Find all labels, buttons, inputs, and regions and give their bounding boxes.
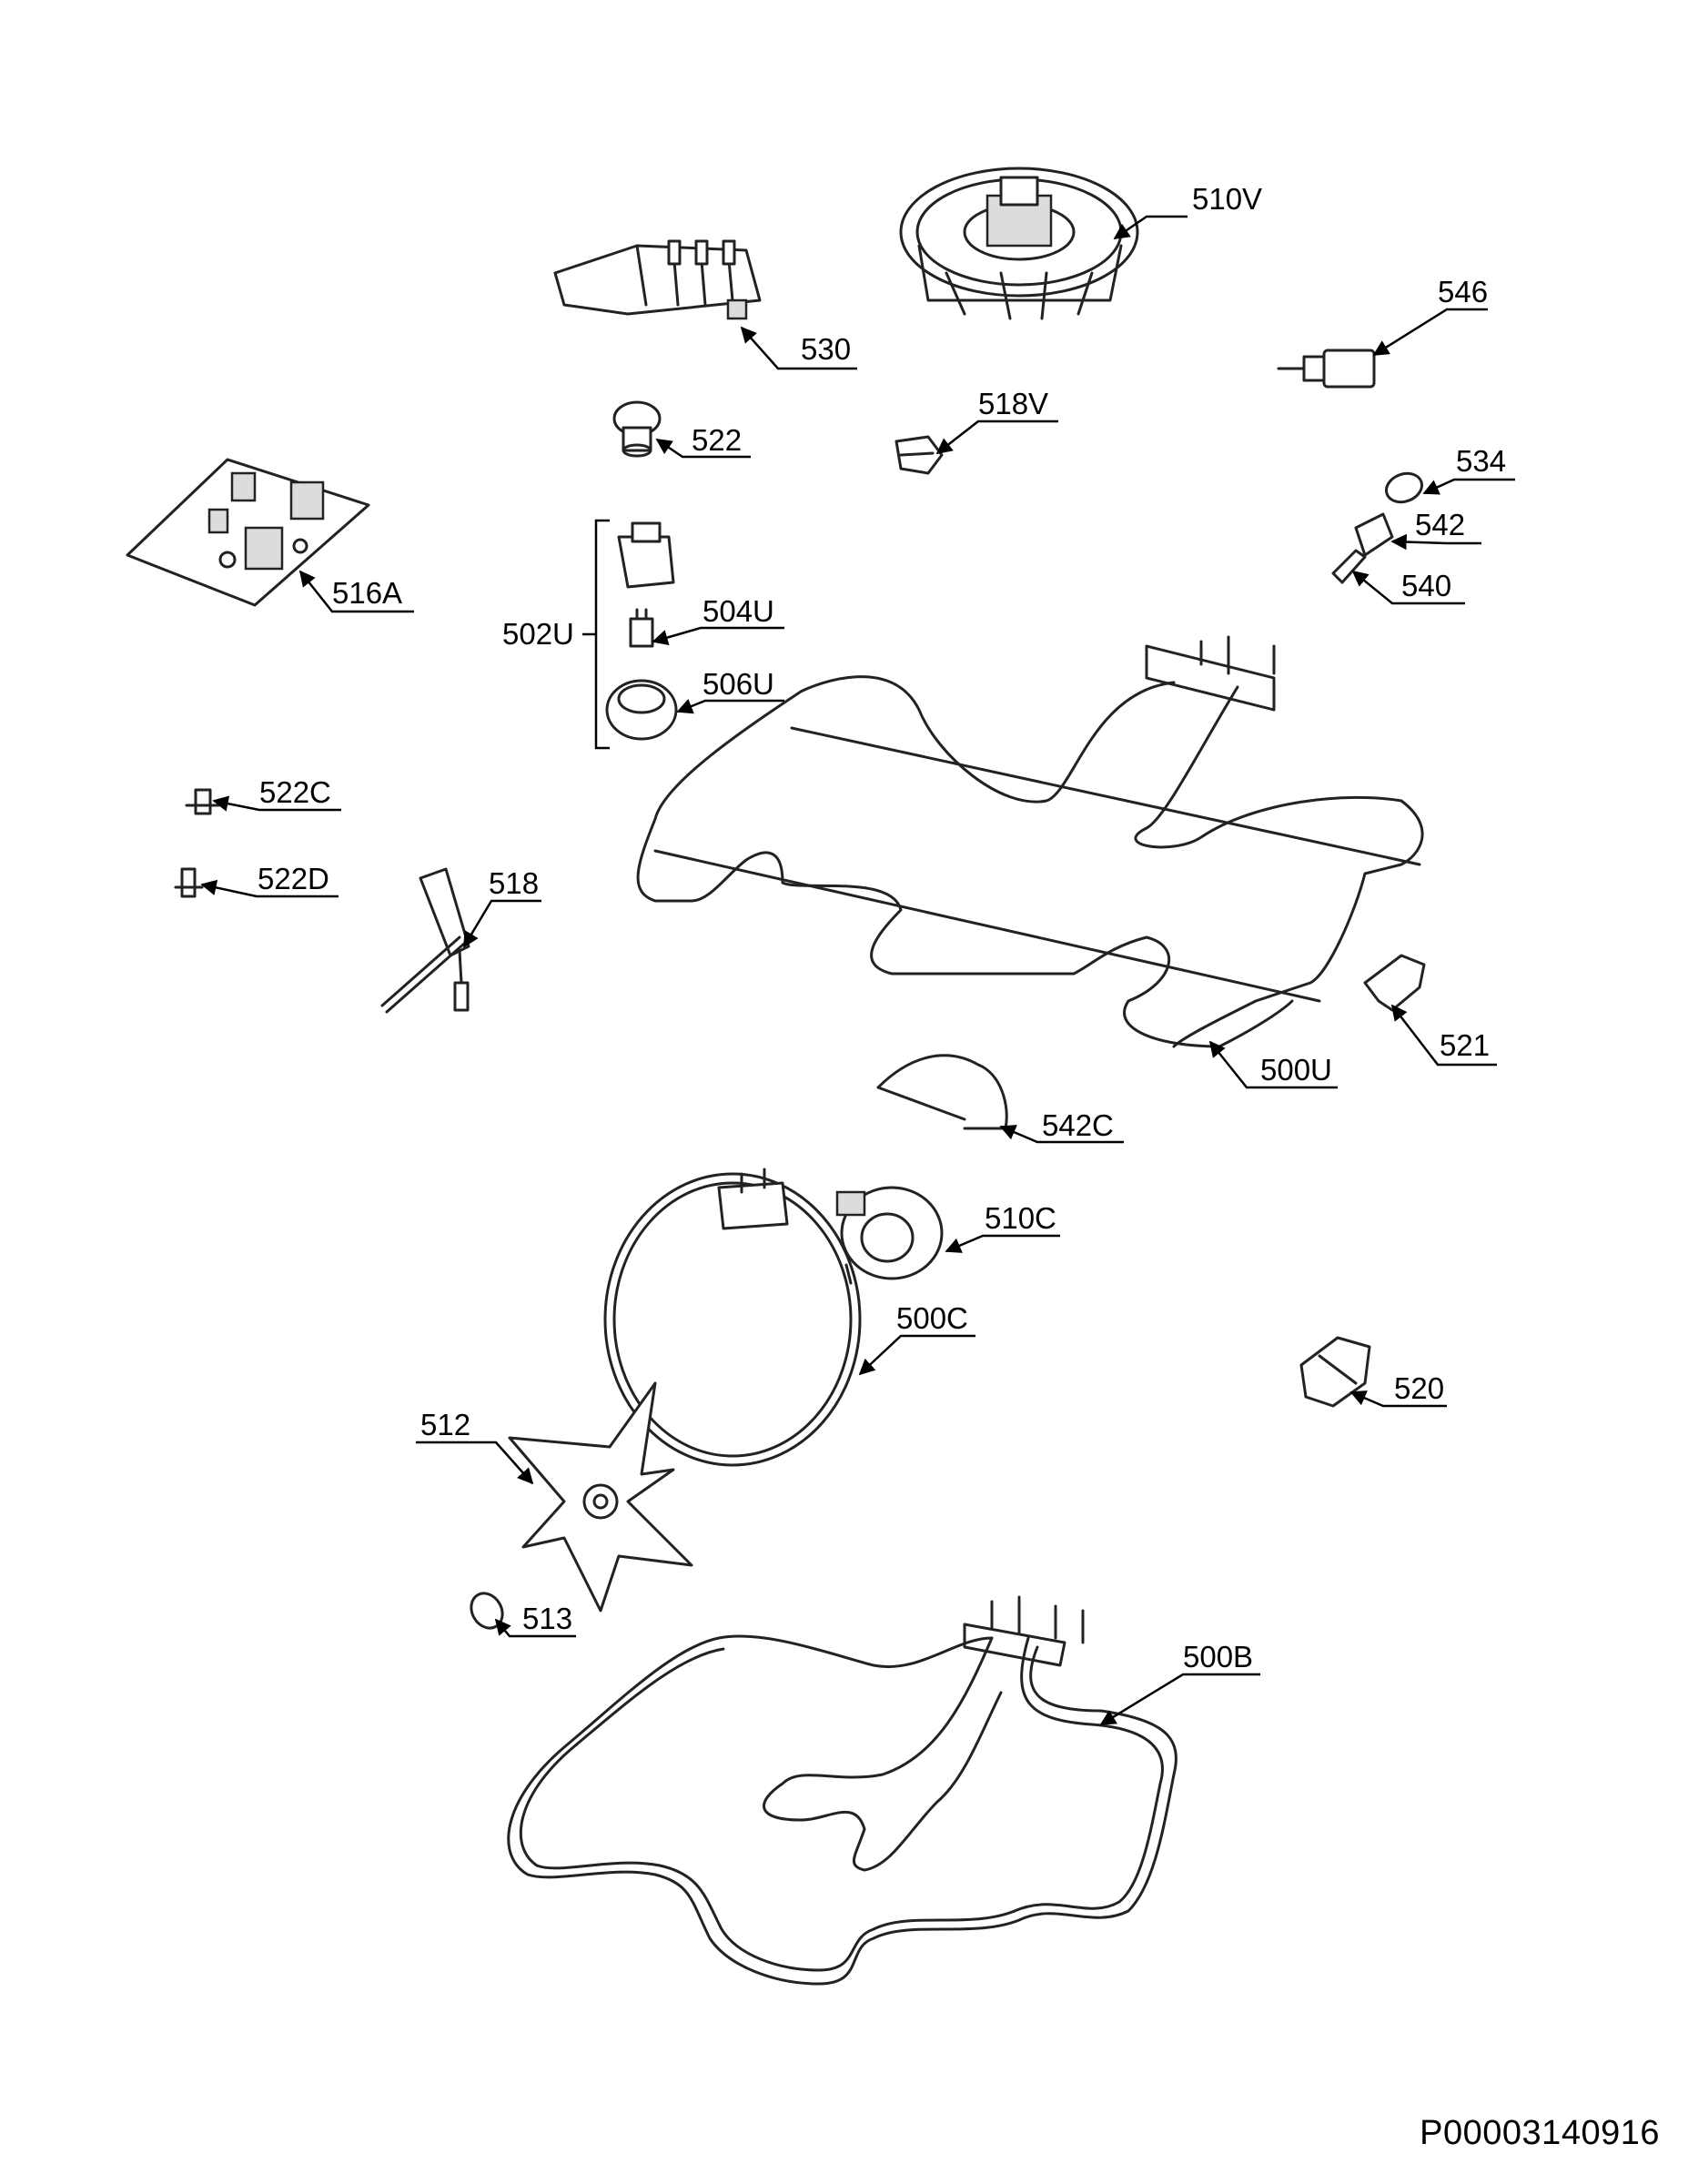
callout-540: 540 xyxy=(1401,569,1451,602)
part-504U-drawing xyxy=(629,608,654,648)
part-542-drawing xyxy=(1354,512,1394,557)
callout-542: 542 xyxy=(1415,508,1465,541)
part-500U-upper-heating-element-drawing xyxy=(636,635,1424,1048)
part-502U-lamp-assembly-drawing xyxy=(617,521,675,589)
part-510V-fan-motor-drawing xyxy=(899,167,1139,320)
callout-520: 520 xyxy=(1394,1371,1444,1405)
part-516A-control-board-drawing xyxy=(126,458,370,607)
leader-lines xyxy=(200,215,1515,1726)
callout-516A: 516A xyxy=(332,576,402,610)
callout-522: 522 xyxy=(692,423,742,457)
callout-534: 534 xyxy=(1456,444,1506,478)
part-520-drawing xyxy=(1299,1336,1371,1408)
part-534-drawing xyxy=(1385,471,1423,504)
part-500C-circular-element-drawing xyxy=(603,1168,862,1467)
part-506U-lamp-cover-drawing xyxy=(605,679,678,741)
callout-500C: 500C xyxy=(896,1301,968,1335)
callout-518: 518 xyxy=(489,866,539,900)
part-540-drawing xyxy=(1331,549,1367,584)
callout-546: 546 xyxy=(1438,275,1488,308)
callout-522D: 522D xyxy=(258,862,329,895)
callout-506U: 506U xyxy=(702,667,774,701)
callout-513: 513 xyxy=(522,1602,572,1635)
callout-542C: 542C xyxy=(1042,1108,1114,1142)
callout-500B: 500B xyxy=(1183,1640,1253,1673)
part-518-sensor-drawing xyxy=(380,867,470,1014)
callout-521: 521 xyxy=(1440,1028,1490,1062)
part-521-drawing xyxy=(1363,954,1426,1012)
part-510C-motor-drawing xyxy=(835,1186,944,1285)
part-522D-drawing xyxy=(174,867,204,898)
callout-500U: 500U xyxy=(1260,1053,1332,1087)
part-512-fan-blade-drawing xyxy=(508,1381,693,1613)
part-500B-bottom-heating-element-drawing xyxy=(507,1595,1177,1986)
document-id: P00003140916 xyxy=(1420,2114,1660,2152)
part-522-drawing xyxy=(612,400,662,458)
part-502U-bracket xyxy=(582,519,610,750)
part-546-drawing xyxy=(1277,349,1376,389)
part-518V-drawing xyxy=(894,435,944,475)
callout-518V: 518V xyxy=(978,387,1048,420)
callout-504U: 504U xyxy=(702,594,774,628)
part-522C-drawing xyxy=(185,788,220,815)
callout-502U: 502U xyxy=(502,617,574,651)
callout-labels: 510V 546 530 518V 522 534 542 540 516A 5… xyxy=(258,182,1506,1673)
callout-512: 512 xyxy=(420,1408,470,1441)
callout-530: 530 xyxy=(801,332,851,366)
callout-510V: 510V xyxy=(1192,182,1262,216)
part-530-switch-block-drawing xyxy=(553,239,762,320)
callout-522C: 522C xyxy=(259,775,331,809)
part-542C-drawing xyxy=(876,1054,1008,1130)
callout-510C: 510C xyxy=(985,1201,1056,1235)
